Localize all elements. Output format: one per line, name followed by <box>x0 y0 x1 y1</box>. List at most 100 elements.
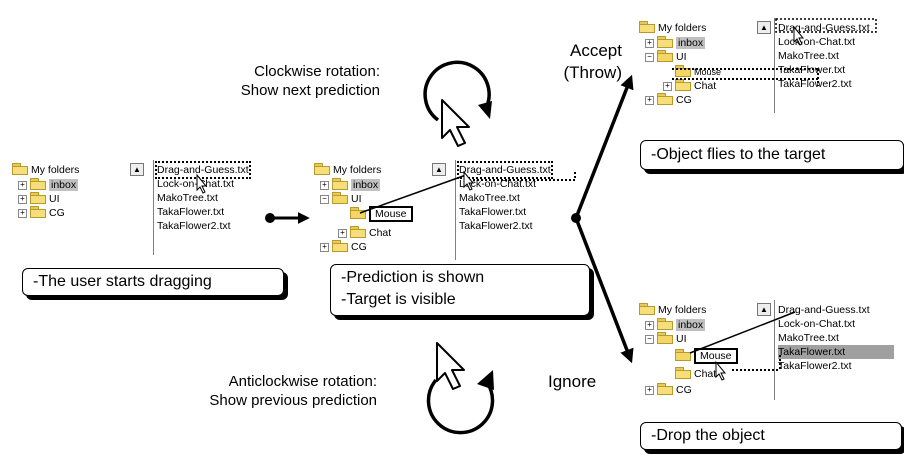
tree-item-ui[interactable]: UI <box>657 50 687 64</box>
tree-item-inbox[interactable]: inbox <box>657 318 706 332</box>
expander-plus-icon[interactable]: + <box>645 39 654 48</box>
file-item[interactable]: Lock-on-Chat.txt <box>157 178 235 190</box>
file-item[interactable]: MakoTree.txt <box>778 332 839 344</box>
expander-plus-icon[interactable]: + <box>645 96 654 105</box>
expander-plus-icon[interactable]: + <box>320 181 329 190</box>
folder-icon <box>30 192 46 204</box>
callout-start: -The user starts dragging <box>22 268 284 296</box>
tree-item-inbox[interactable]: inbox <box>332 178 381 192</box>
tree-item-ui[interactable]: UI <box>30 192 60 206</box>
expander-plus-icon[interactable]: + <box>645 386 654 395</box>
file-item[interactable]: TakaFlower2.txt <box>778 360 852 372</box>
tree-item-my-folders[interactable]: My folders <box>639 21 706 35</box>
tree-item-my-folders[interactable]: My folders <box>12 163 79 177</box>
file-item[interactable]: TakaFlower2.txt <box>459 220 533 232</box>
clockwise-label: Clockwise rotation: Show next prediction <box>240 63 380 99</box>
scroll-up-arrow-icon[interactable]: ▲ <box>432 163 446 176</box>
explorer-panel-drop: My folders + inbox − UI Mouse Chat + CG … <box>637 300 899 400</box>
prediction-path <box>359 170 576 214</box>
file-list: Drag-and-Guess.txt Lock-on-Chat.txt Mako… <box>774 18 900 113</box>
folder-icon <box>332 240 348 252</box>
folder-icon <box>657 50 673 62</box>
tree-item-my-folders[interactable]: My folders <box>314 163 381 177</box>
file-item-dragged[interactable]: Drag-and-Guess.txt <box>155 161 251 179</box>
file-item[interactable]: TakaFlower.txt <box>157 206 225 218</box>
tree-item-mouse[interactable]: Mouse <box>675 65 721 79</box>
tree-item-my-folders[interactable]: My folders <box>639 303 706 317</box>
expander-plus-icon[interactable]: + <box>320 243 329 252</box>
anticlockwise-arrow-icon <box>426 342 495 435</box>
folder-icon <box>657 36 673 48</box>
folder-icon <box>30 206 46 218</box>
branch-arrows <box>571 74 634 364</box>
folder-icon <box>675 349 691 361</box>
expander-plus-icon[interactable]: + <box>338 229 347 238</box>
expander-plus-icon[interactable]: + <box>18 181 27 190</box>
transition-arrow <box>265 212 310 224</box>
tree-item-inbox[interactable]: inbox <box>30 178 79 192</box>
folder-icon <box>639 21 655 33</box>
file-item[interactable]: MakoTree.txt <box>459 192 520 204</box>
explorer-panel-start: My folders + inbox + UI + CG ▲ Drag-and-… <box>10 160 275 255</box>
file-item[interactable]: TakaFlower2.txt <box>778 78 852 90</box>
expander-minus-icon[interactable]: − <box>645 335 654 344</box>
expander-plus-icon[interactable]: + <box>645 321 654 330</box>
file-item-dragged[interactable]: Drag-and-Guess.txt <box>457 161 553 179</box>
mouse-cursor-icon <box>196 173 208 194</box>
file-item[interactable]: TakaFlower.txt <box>778 64 846 76</box>
file-item[interactable]: Drag-and-Guess.txt <box>778 22 870 34</box>
tree-item-mouse[interactable]: Mouse <box>675 348 738 364</box>
mouse-cursor-icon <box>793 25 805 46</box>
tree-item-cg[interactable]: CG <box>657 383 692 397</box>
folder-icon <box>657 93 673 105</box>
expander-plus-icon[interactable]: + <box>18 195 27 204</box>
tree-item-chat[interactable]: Chat <box>675 367 716 381</box>
tree-item-chat[interactable]: Chat <box>350 226 391 240</box>
expander-plus-icon[interactable]: + <box>663 82 672 91</box>
callout-flies: -Object flies to the target <box>640 140 904 170</box>
folder-icon <box>350 207 366 219</box>
mouse-cursor-icon <box>441 99 470 147</box>
file-item[interactable]: MakoTree.txt <box>157 192 218 204</box>
folder-icon <box>657 318 673 330</box>
tree-item-ui[interactable]: UI <box>332 192 362 206</box>
tree-item-chat[interactable]: Chat <box>675 79 716 93</box>
drop-path <box>689 311 796 381</box>
folder-tree: My folders + inbox − UI Mouse + Chat + C… <box>637 18 771 113</box>
tree-item-ui[interactable]: UI <box>657 332 687 346</box>
mouse-cursor-icon <box>463 170 475 191</box>
tree-item-inbox[interactable]: inbox <box>657 36 706 50</box>
file-item[interactable]: Drag-and-Guess.txt <box>778 304 870 316</box>
file-item[interactable]: MakoTree.txt <box>778 50 839 62</box>
scroll-up-arrow-icon[interactable]: ▲ <box>757 303 771 316</box>
scroll-up-arrow-icon[interactable]: ▲ <box>130 163 144 176</box>
folder-icon <box>350 226 366 238</box>
folder-icon <box>675 367 691 379</box>
tree-item-cg[interactable]: CG <box>332 240 367 254</box>
tree-item-cg[interactable]: CG <box>30 206 65 220</box>
explorer-panel-prediction: My folders + inbox − UI Mouse + Chat + C… <box>312 160 580 260</box>
expander-plus-icon[interactable]: + <box>18 209 27 218</box>
expander-minus-icon[interactable]: − <box>645 53 654 62</box>
anticlockwise-label: Anticlockwise rotation: Show previous pr… <box>209 373 377 409</box>
clockwise-arrow-icon <box>423 60 492 147</box>
expander-minus-icon[interactable]: − <box>320 195 329 204</box>
file-list: Drag-and-Guess.txt Lock-on-Chat.txt Mako… <box>153 160 276 255</box>
file-item-selected[interactable]: TakaFlower.txt <box>778 345 894 359</box>
folder-tree: My folders + inbox − UI Mouse + Chat + C… <box>312 160 446 260</box>
scroll-up-arrow-icon[interactable]: ▲ <box>757 21 771 34</box>
ignore-label: Ignore <box>548 372 597 391</box>
folder-icon <box>12 163 28 175</box>
tree-item-mouse[interactable]: Mouse <box>350 206 413 222</box>
file-item[interactable]: Lock-on-Chat.txt <box>778 318 856 330</box>
file-list: Drag-and-Guess.txt Lock-on-Chat.txt Mako… <box>455 160 581 260</box>
file-item[interactable]: TakaFlower.txt <box>459 206 527 218</box>
folder-icon <box>30 178 46 190</box>
flying-object-path <box>672 18 877 86</box>
callout-prediction: -Prediction is shown -Target is visible <box>330 264 590 316</box>
folder-icon <box>657 383 673 395</box>
tree-item-cg[interactable]: CG <box>657 93 692 107</box>
folder-icon <box>675 65 691 77</box>
file-item[interactable]: TakaFlower2.txt <box>157 220 231 232</box>
